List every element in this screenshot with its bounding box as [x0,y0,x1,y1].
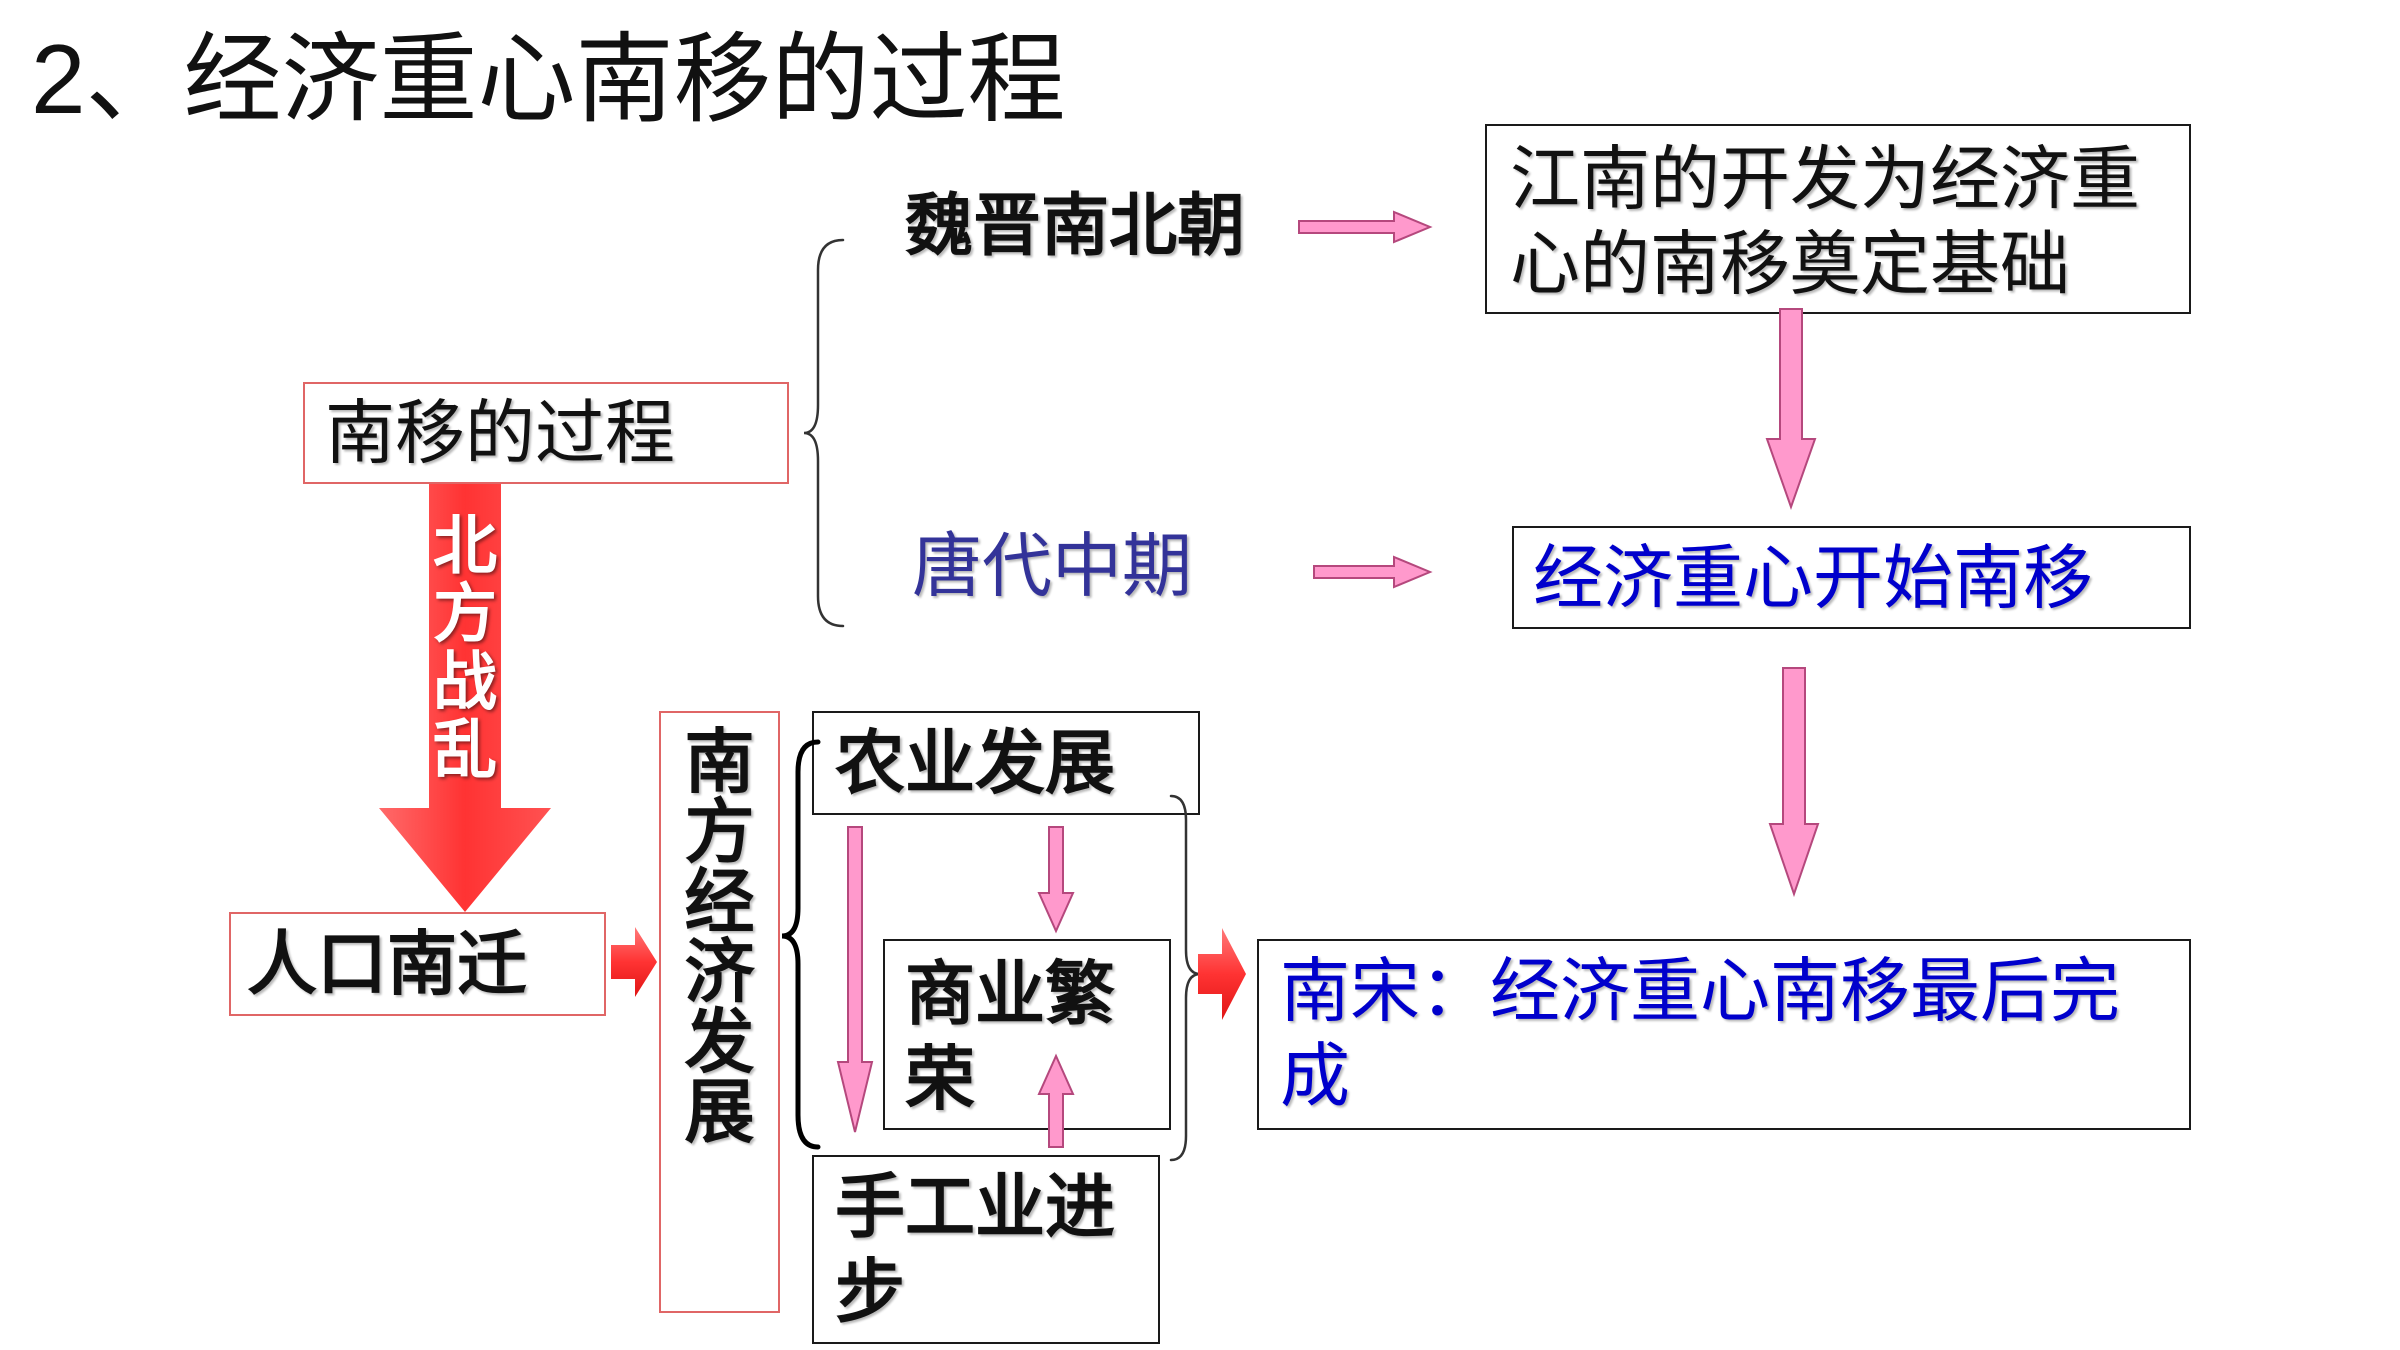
slide-title: 2、经济重心南移的过程 [31,24,1066,134]
arrow-agriculture-to-commerce [1037,826,1075,934]
southern-development-box: 南方经济发展 [659,711,780,1313]
commerce-text: 商业繁荣 [905,955,1115,1118]
result-tang-text: 经济重心开始南移 [1533,538,2093,617]
arrow-wei-jin-result-down [1765,308,1817,511]
handicraft-box: 手工业进步 [812,1155,1160,1344]
brace-sectors-merge [1169,794,1201,1162]
migration-box: 人口南迁 [229,912,606,1016]
southern-development-text: 南方经济发展 [684,723,755,1151]
north-war-text: 北方战乱 [433,510,497,786]
arrow-sectors-to-song [1198,928,1246,1020]
result-tang-box: 经济重心开始南移 [1512,526,2191,629]
arrow-wei-jin-to-result [1298,210,1433,244]
handicraft-text: 手工业进步 [835,1168,1115,1331]
brace-periods [803,238,845,628]
result-song-box: 南宋：经济重心南移最后完成 [1257,939,2191,1130]
process-label-text: 南移的过程 [325,394,675,472]
process-label-box: 南移的过程 [303,382,789,484]
result-song-text: 南宋：经济重心南移最后完成 [1280,952,2120,1115]
migration-text: 人口南迁 [247,925,527,1003]
commerce-box: 商业繁荣 [883,939,1171,1130]
result-wei-jin-text: 江南的开发为经济重心的南移奠定基础 [1510,140,2140,303]
arrow-tang-result-down [1768,667,1820,898]
agriculture-box: 农业发展 [812,711,1200,815]
arrow-migration-to-south [611,927,657,997]
agriculture-text: 农业发展 [835,724,1115,802]
period-wei-jin-label: 魏晋南北朝 [905,188,1246,264]
period-tang-label: 唐代中期 [912,527,1192,605]
arrow-tang-to-result [1313,555,1433,589]
result-wei-jin-box: 江南的开发为经济重心的南移奠定基础 [1485,124,2191,314]
arrow-agriculture-to-handicraft [836,826,874,1133]
